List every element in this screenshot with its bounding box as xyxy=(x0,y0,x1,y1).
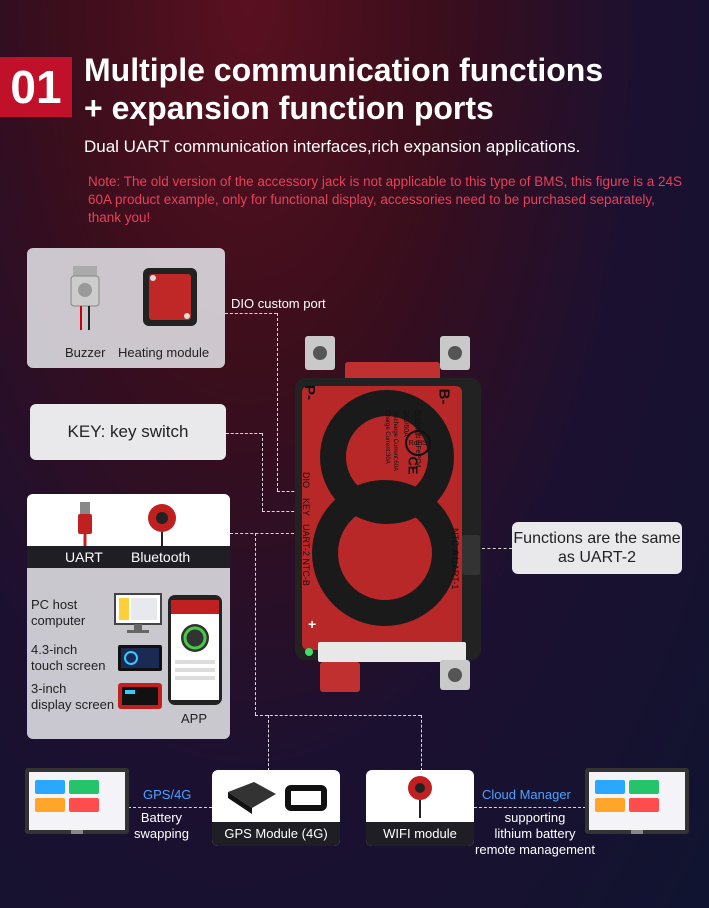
logo-ring-bottom xyxy=(312,480,458,626)
display-screen-icon xyxy=(118,683,162,709)
battery-swapping-label: Battery swapping xyxy=(134,810,189,841)
uart-label: UART xyxy=(65,549,103,565)
app-label: APP xyxy=(181,711,208,726)
cloud-manager-label: Cloud Manager xyxy=(482,787,571,802)
wifi-module-card: WIFI module xyxy=(366,770,474,846)
touch-screen-label: 4.3-inch touch screen xyxy=(31,642,106,673)
p-minus-label: P- xyxy=(301,385,318,400)
key-port: KEY xyxy=(301,498,311,517)
gps-module-label: GPS Module (4G) xyxy=(224,826,328,841)
pc-monitor-icon xyxy=(114,593,162,633)
gps-module-icon xyxy=(228,782,327,814)
status-led xyxy=(305,648,313,656)
gps-4g-label: GPS/4G xyxy=(143,787,192,802)
uart1-port: NTC-A UART-1 xyxy=(450,528,460,590)
dio-port-label: DIO custom port xyxy=(231,296,326,311)
accessories-panel: Buzzer Heating module xyxy=(27,248,225,368)
left-monitor xyxy=(25,768,129,834)
subtitle: Dual UART communication interfaces,rich … xyxy=(84,137,581,156)
b-minus-label: B- xyxy=(435,388,453,405)
title-line-1: Multiple communication functions xyxy=(84,52,604,88)
buzzer-label: Buzzer xyxy=(65,345,106,360)
p-terminal xyxy=(440,660,470,690)
plus-label: + xyxy=(308,616,317,632)
note-text: Note: The old version of the accessory j… xyxy=(88,174,683,225)
balance-connector xyxy=(318,642,466,662)
gps-module-card: GPS Module (4G) xyxy=(212,770,340,846)
pc-label: PC host computer xyxy=(31,597,86,628)
title-line-2: + expansion function ports xyxy=(84,90,494,126)
ce-mark: CE xyxy=(405,456,421,475)
right-monitor xyxy=(585,768,689,834)
bluetooth-module-icon xyxy=(148,504,176,550)
section-number-badge: 01 xyxy=(0,57,72,117)
phone-app-icon xyxy=(168,595,222,705)
heating-module-label: Heating module xyxy=(118,345,210,360)
b-minus-terminal xyxy=(440,336,470,370)
uart1-jack xyxy=(462,535,480,575)
wifi-module-label: WIFI module xyxy=(383,826,457,841)
remote-management-label: supporting lithium battery remote manage… xyxy=(475,810,595,857)
spec-line-2: 24S/60A xyxy=(402,410,409,437)
uart2-port: UART-2 NTC-B xyxy=(301,524,311,586)
spec-line-4: Charge Current:30A xyxy=(384,410,390,464)
wifi-module-icon xyxy=(408,776,432,818)
heating-module-icon xyxy=(143,268,197,326)
p-minus-terminal xyxy=(305,336,335,370)
rohs-badge: RoHS xyxy=(405,430,431,456)
key-switch-box: KEY: key switch xyxy=(30,404,226,460)
dio-port: DIO xyxy=(301,472,311,489)
functions-note: Functions are the same as UART-2 xyxy=(512,522,682,574)
buzzer-icon xyxy=(70,266,100,330)
display-screen-label: 3-inch display screen xyxy=(31,681,115,712)
bluetooth-label: Bluetooth xyxy=(131,549,191,565)
usb-cable-icon xyxy=(78,502,92,550)
touch-screen-icon xyxy=(118,645,162,671)
communication-panel: UART Bluetooth PC host computer 4.3-inch… xyxy=(27,494,230,739)
spec-line-3: Discharge Current:60A xyxy=(392,410,398,472)
